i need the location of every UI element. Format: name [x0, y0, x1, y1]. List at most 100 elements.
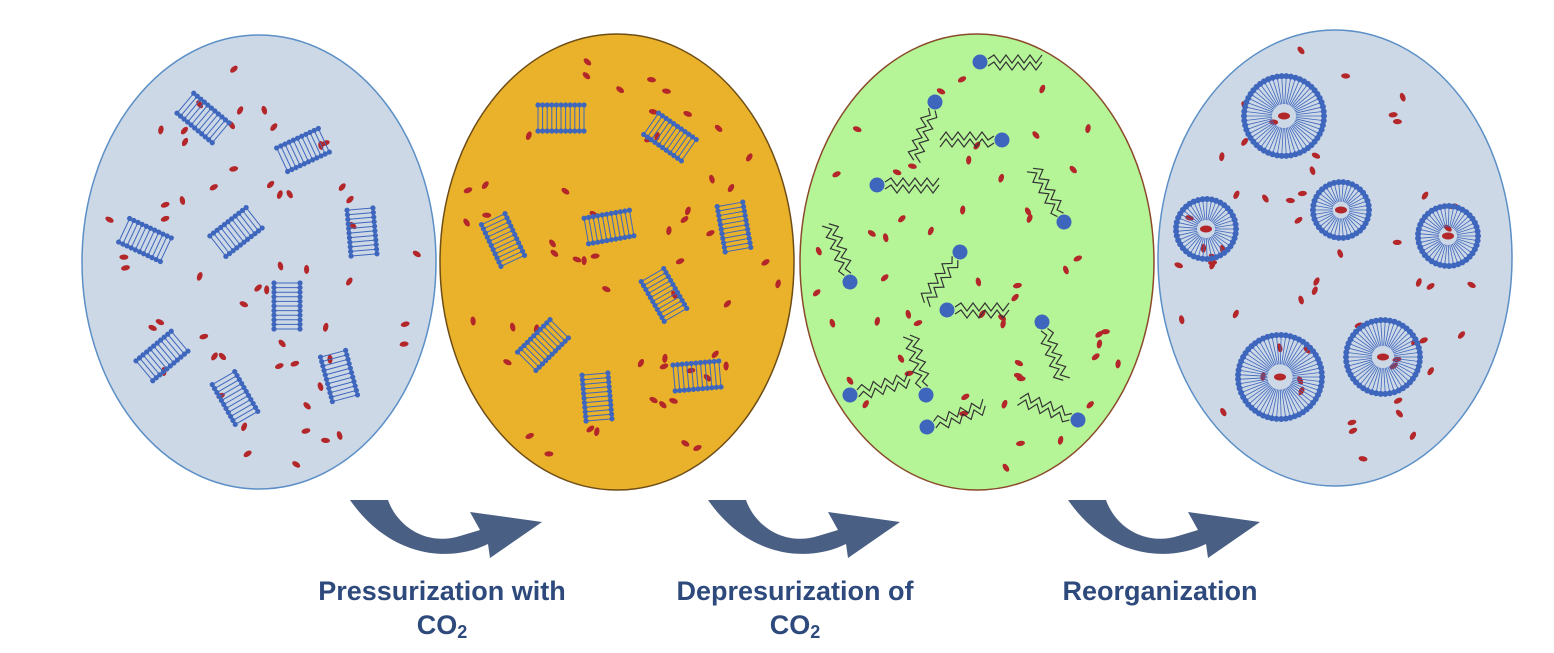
drug-molecule-icon	[998, 173, 1005, 183]
lipid-tail	[221, 228, 236, 247]
lipid-tail	[725, 238, 748, 243]
lipid-head	[161, 334, 167, 340]
lipid-head	[271, 326, 277, 332]
lipid-tail	[1387, 323, 1400, 348]
lipid-head	[236, 210, 242, 216]
lipid-tail	[1352, 363, 1375, 380]
lipid-head	[714, 204, 720, 210]
lipid-bilayer-icon	[478, 211, 528, 269]
lipid-tail	[856, 371, 909, 392]
lipid-head	[1321, 113, 1327, 119]
drug-molecule-icon	[1073, 255, 1083, 262]
drug-molecule-icon	[525, 433, 534, 439]
lipid-head	[239, 380, 245, 387]
lipid-head	[1318, 99, 1325, 106]
lipid-head	[290, 137, 296, 143]
lipid-head	[297, 312, 303, 318]
lipid-head	[486, 238, 492, 244]
drug-molecule-icon	[148, 324, 157, 331]
lipid-head	[1318, 364, 1324, 371]
lipid-head	[143, 349, 150, 355]
lipid-head	[1242, 103, 1249, 110]
drug-molecule-icon	[1426, 283, 1435, 290]
lipid-head	[201, 99, 207, 105]
lipid-head	[690, 386, 697, 392]
lipid-head	[371, 219, 377, 225]
phase-ellipse-4	[1157, 29, 1513, 487]
lipid-tail	[1212, 207, 1228, 224]
drug-molecule-icon	[1096, 339, 1103, 349]
lipid-head	[216, 393, 222, 400]
lipid-tail	[1456, 237, 1478, 241]
lipid-head	[543, 358, 549, 364]
lipid-head	[748, 244, 754, 250]
lipid-head	[223, 405, 229, 412]
lipid-head	[226, 120, 232, 126]
lipid-head	[136, 249, 143, 255]
lipid-head	[686, 131, 692, 137]
lipid-head	[353, 387, 359, 394]
lipid-tail	[1384, 367, 1391, 394]
lipid-tail	[1380, 368, 1383, 394]
lipid-tail	[1281, 389, 1287, 419]
lipid-head	[171, 360, 177, 366]
drug-molecule-icon	[254, 284, 262, 292]
lipid-head	[514, 236, 520, 242]
lipid-tail	[127, 223, 138, 245]
drug-molecule-icon	[1085, 124, 1091, 134]
lipid-head	[595, 213, 601, 219]
lipid-tail	[1209, 236, 1221, 256]
lipid-tail	[1263, 81, 1279, 106]
lipid-head	[325, 381, 331, 387]
lipid-tail	[583, 220, 589, 242]
lipid-tail	[350, 221, 373, 225]
lipid-head	[674, 289, 681, 296]
liposome-icon	[1310, 179, 1372, 241]
lipid-tail	[647, 277, 667, 289]
lipid-head	[1269, 74, 1276, 81]
lipid-tail	[1176, 221, 1198, 228]
lipid-head	[721, 244, 727, 250]
lipid-tail	[1451, 243, 1463, 263]
lipid-head	[650, 298, 656, 305]
lipid-tail	[1239, 365, 1269, 374]
lipid-tail	[1375, 367, 1382, 394]
drug-molecule-icon	[1001, 399, 1008, 409]
lipid-head	[952, 244, 968, 260]
lipid-tail	[1276, 335, 1280, 365]
lipid-head	[617, 235, 623, 241]
lipid-tail	[1244, 111, 1273, 115]
lipid-head	[606, 388, 613, 394]
lipid-tail	[534, 336, 552, 354]
lipid-tail	[1032, 167, 1064, 214]
lipid-tail	[1295, 119, 1322, 131]
lipid-head	[608, 237, 614, 243]
lipid-tail	[333, 390, 355, 398]
lipid-head	[351, 378, 357, 385]
drug-molecule-icon	[218, 352, 227, 361]
drug-molecule-icon	[181, 137, 189, 147]
lipid-head	[168, 235, 174, 241]
drug-molecule-icon	[399, 341, 409, 347]
lipid-head	[716, 358, 722, 364]
lipid-tail	[1245, 118, 1273, 126]
lipid-head	[518, 244, 524, 250]
lipid-tail	[1240, 360, 1269, 373]
lipid-tail	[1362, 325, 1378, 348]
drug-molecule-icon	[1311, 286, 1318, 295]
drug-molecule-icon	[675, 258, 685, 265]
lipid-tail	[1348, 196, 1366, 207]
lipid-tail	[1313, 205, 1333, 209]
lipid-tail	[348, 207, 371, 211]
lipid-tail	[1294, 97, 1320, 111]
lipid-head	[519, 248, 526, 254]
lipid-tail	[1349, 211, 1369, 215]
lipid-tail	[1292, 379, 1322, 387]
lipid-tail	[1287, 127, 1296, 155]
lipid-tail	[663, 305, 683, 317]
lipid-tail	[1456, 231, 1478, 235]
lipid-head	[153, 256, 159, 263]
lipid-head	[540, 128, 546, 134]
lipid-head	[255, 408, 261, 415]
lipid-tail	[541, 330, 558, 347]
